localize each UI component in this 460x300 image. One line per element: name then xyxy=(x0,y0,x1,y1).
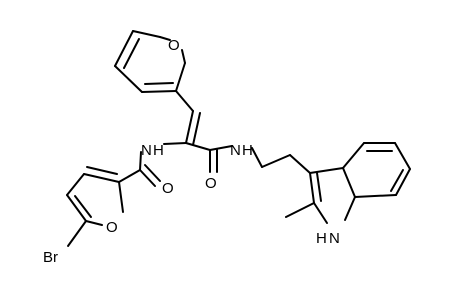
bromofuran-ring xyxy=(66,166,124,247)
bromofuran-oxygen: O xyxy=(106,219,118,236)
vinyl-linkage xyxy=(175,90,201,146)
amide-nitrogen-right: N xyxy=(230,142,241,159)
ethyl-chain xyxy=(251,147,311,174)
indole-nitrogen: N xyxy=(329,230,340,247)
indole-ring-system xyxy=(285,142,411,224)
left-amide xyxy=(118,151,161,187)
top-furan-oxygen: O xyxy=(168,37,180,54)
left-carbonyl-oxygen: O xyxy=(162,180,174,197)
top-furan-ring xyxy=(114,30,186,93)
right-carbonyl-oxygen: O xyxy=(205,175,217,192)
amide-nitrogen-left: N xyxy=(141,142,152,159)
amide-hydrogen-left: H xyxy=(153,142,164,159)
indole-nitrogen-H: H xyxy=(316,230,327,247)
right-amide xyxy=(185,142,233,173)
amide-hydrogen-right: H xyxy=(242,142,253,159)
bromine-atom: Br xyxy=(43,249,58,266)
n-to-vinyl-bond xyxy=(163,142,187,145)
